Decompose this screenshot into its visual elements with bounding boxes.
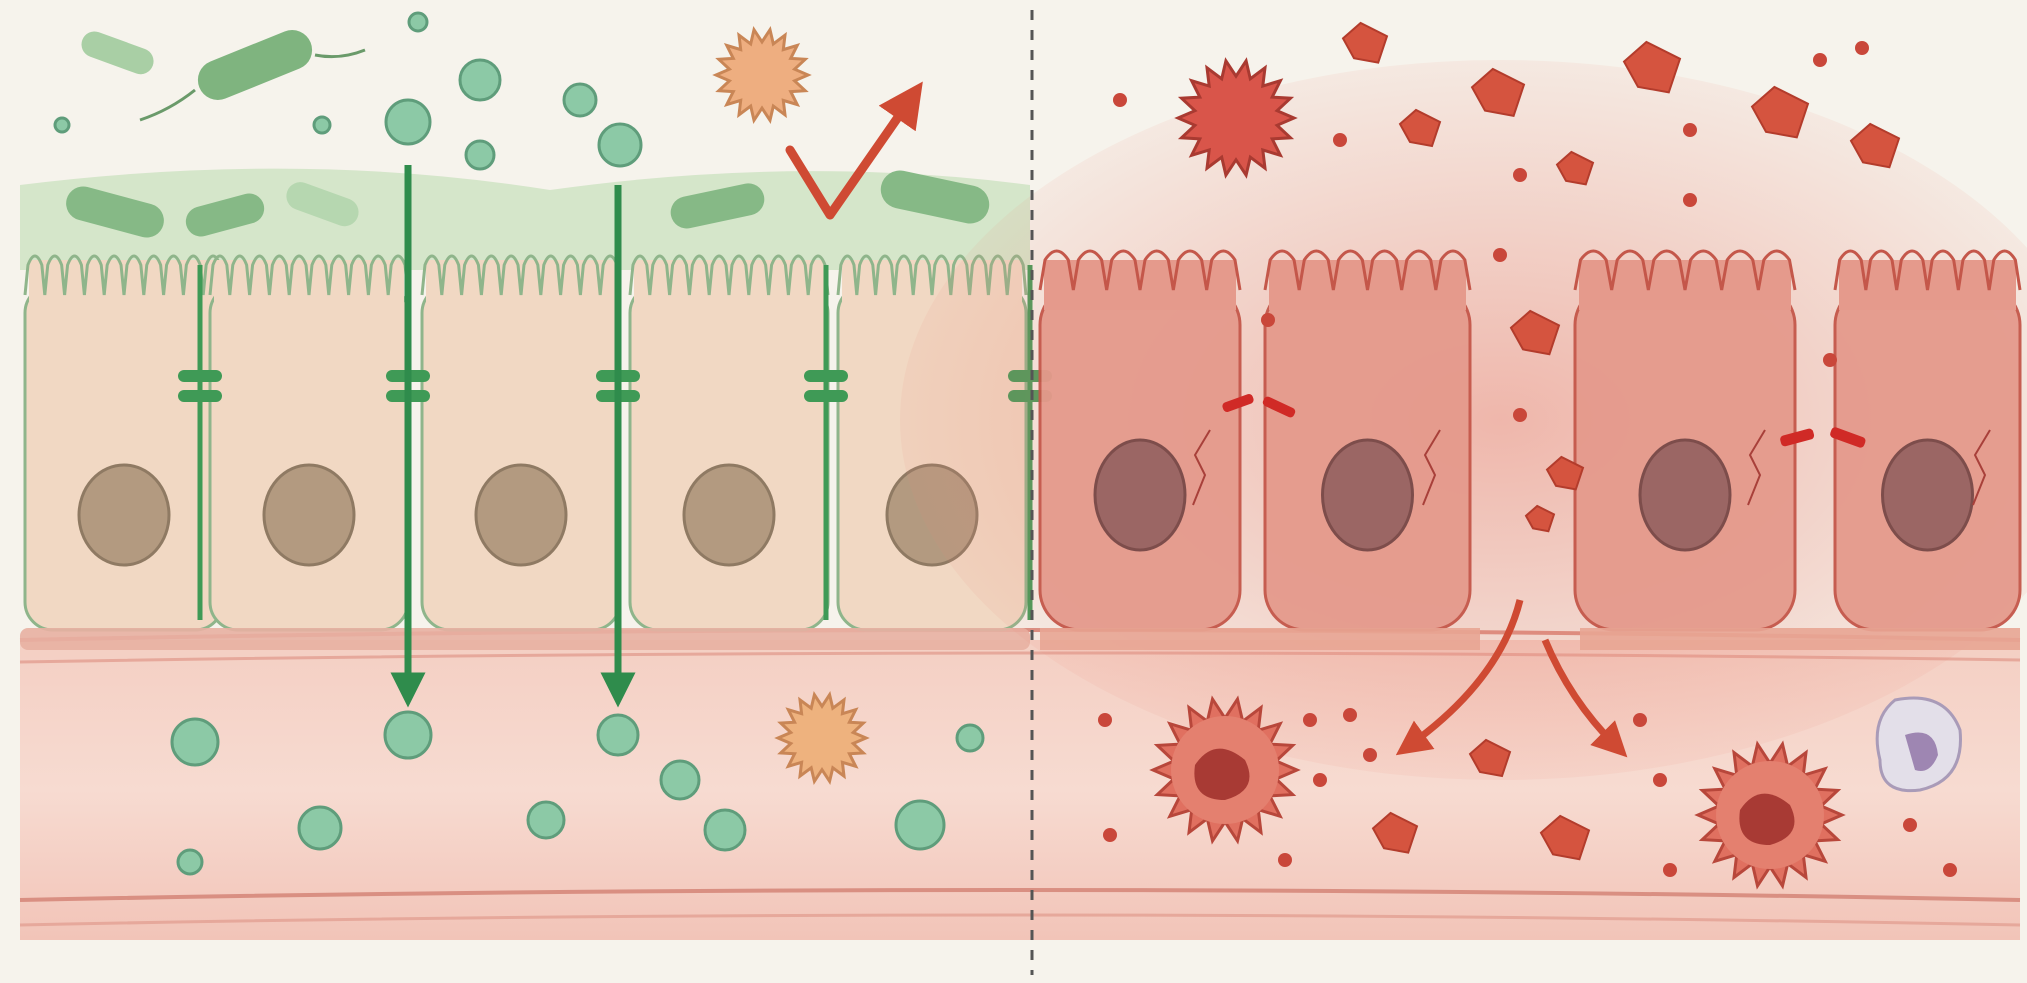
nucleus bbox=[684, 465, 774, 565]
healthy-basement-membrane bbox=[20, 628, 1030, 650]
nutrient-particle-icon bbox=[386, 100, 430, 144]
white-blood-cell-icon bbox=[1877, 698, 1960, 791]
toxin-particle bbox=[1633, 713, 1647, 727]
debris-fragment-icon bbox=[1343, 23, 1387, 63]
nutrient-particle-icon bbox=[55, 118, 69, 132]
toxin-particle bbox=[1113, 93, 1127, 107]
nutrient-particle-icon bbox=[957, 725, 983, 751]
toxin-particle bbox=[1855, 41, 1869, 55]
healthy-epithelial-cell bbox=[210, 256, 408, 630]
toxin-particle bbox=[1663, 863, 1677, 877]
damaged-epithelial-cell bbox=[1265, 251, 1470, 630]
nucleus bbox=[1640, 440, 1730, 550]
toxin-particle bbox=[1903, 818, 1917, 832]
bacterium-icon bbox=[140, 24, 365, 120]
nutrient-particle-icon bbox=[385, 712, 431, 758]
toxin-particle bbox=[1943, 863, 1957, 877]
toxin-particle bbox=[1363, 748, 1377, 762]
nucleus bbox=[1883, 440, 1973, 550]
toxin-particle bbox=[1333, 133, 1347, 147]
toxin-particle bbox=[1683, 123, 1697, 137]
toxin-particle bbox=[1493, 248, 1507, 262]
nutrient-particle-icon bbox=[409, 13, 427, 31]
nutrient-particle-icon bbox=[599, 124, 641, 166]
nucleus bbox=[264, 465, 354, 565]
damaged-epithelial-cell bbox=[1040, 251, 1240, 630]
nutrient-particle-icon bbox=[172, 719, 218, 765]
nutrient-particle-icon bbox=[705, 810, 745, 850]
damaged-epithelial-cell bbox=[1575, 251, 1795, 630]
pathogen-spiky-icon bbox=[716, 30, 808, 121]
toxin-particle bbox=[1303, 713, 1317, 727]
toxin-particle bbox=[1313, 773, 1327, 787]
mucus-layer bbox=[20, 169, 1030, 270]
nutrient-particle-icon bbox=[598, 715, 638, 755]
healthy-epithelial-cell bbox=[422, 256, 620, 630]
nutrient-particle-icon bbox=[299, 807, 341, 849]
nucleus bbox=[1323, 440, 1413, 550]
nutrient-particle-icon bbox=[896, 801, 944, 849]
nutrient-particle-icon bbox=[661, 761, 699, 799]
toxin-particle bbox=[1823, 353, 1837, 367]
toxin-particle bbox=[1683, 193, 1697, 207]
healthy-epithelial-cell bbox=[25, 256, 223, 630]
toxin-particle bbox=[1261, 313, 1275, 327]
nutrient-particle-icon bbox=[528, 802, 564, 838]
nucleus bbox=[79, 465, 169, 565]
toxin-particle bbox=[1278, 853, 1292, 867]
toxin-particle bbox=[1513, 168, 1527, 182]
toxin-particle bbox=[1103, 828, 1117, 842]
nutrient-particle-icon bbox=[564, 84, 596, 116]
healthy-epithelial-cell bbox=[630, 256, 828, 630]
nutrient-particle-icon bbox=[460, 60, 500, 100]
toxin-particle bbox=[1653, 773, 1667, 787]
nucleus bbox=[476, 465, 566, 565]
nutrient-particle-icon bbox=[314, 117, 330, 133]
toxin-particle bbox=[1513, 408, 1527, 422]
bacterium-icon bbox=[78, 28, 157, 78]
healthy-epithelial-cells bbox=[25, 256, 1052, 630]
nutrient-particle-icon bbox=[466, 141, 494, 169]
toxin-particle bbox=[1813, 53, 1827, 67]
toxin-particle bbox=[1343, 708, 1357, 722]
nucleus bbox=[1095, 440, 1185, 550]
toxin-particle bbox=[1098, 713, 1112, 727]
luminal-nutrients bbox=[55, 13, 641, 169]
nutrient-particle-icon bbox=[178, 850, 202, 874]
